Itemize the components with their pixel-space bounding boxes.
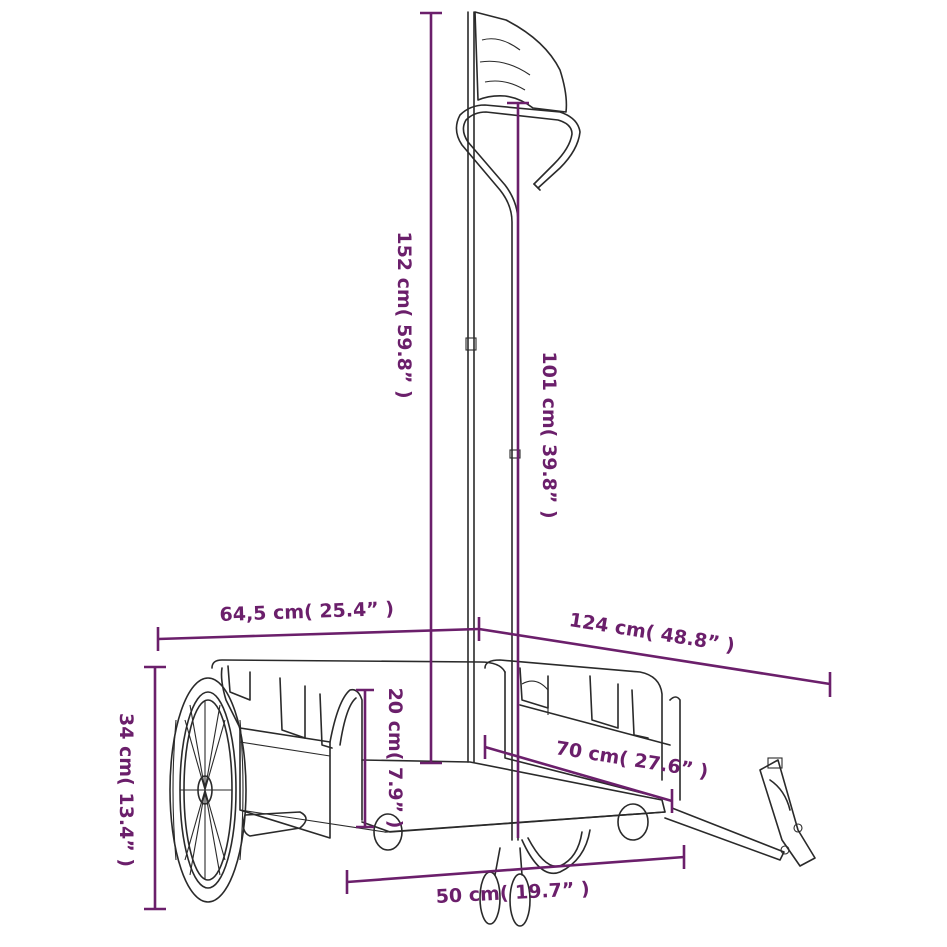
total-height-label: 152 cm( 59.8” ) <box>393 231 415 398</box>
wheel-height-dimension-line <box>144 665 166 911</box>
total-height-dimension-line <box>420 11 442 765</box>
dimension-labels: 152 cm( 59.8” ) 101 cm( 39.8” ) 64,5 cm(… <box>115 231 736 908</box>
handle-height-dimension-line <box>507 101 529 838</box>
total-length-dimension-line <box>478 627 832 697</box>
box-width-label: 50 cm( 19.7” ) <box>435 878 590 908</box>
tow-bar-hitch <box>664 757 816 867</box>
total-width-label: 64,5 cm( 25.4” ) <box>219 598 394 626</box>
box-width-dimension-line <box>345 845 686 894</box>
left-wheel <box>169 677 247 903</box>
flag <box>474 11 568 113</box>
bike-trailer-illustration <box>169 11 816 927</box>
dimension-lines <box>144 11 832 911</box>
box-height-dimension-line <box>356 688 374 829</box>
push-handle <box>455 104 581 841</box>
box-length-dimension-line <box>483 735 674 813</box>
total-length-label: 124 cm( 48.8” ) <box>568 609 737 657</box>
wheel-height-label: 34 cm( 13.4” ) <box>115 713 137 867</box>
cargo-box <box>211 659 681 851</box>
handle-height-label: 101 cm( 39.8” ) <box>538 351 560 518</box>
box-height-label: 20 cm( 7.9” ) <box>384 688 406 829</box>
flag-pole <box>465 11 477 763</box>
